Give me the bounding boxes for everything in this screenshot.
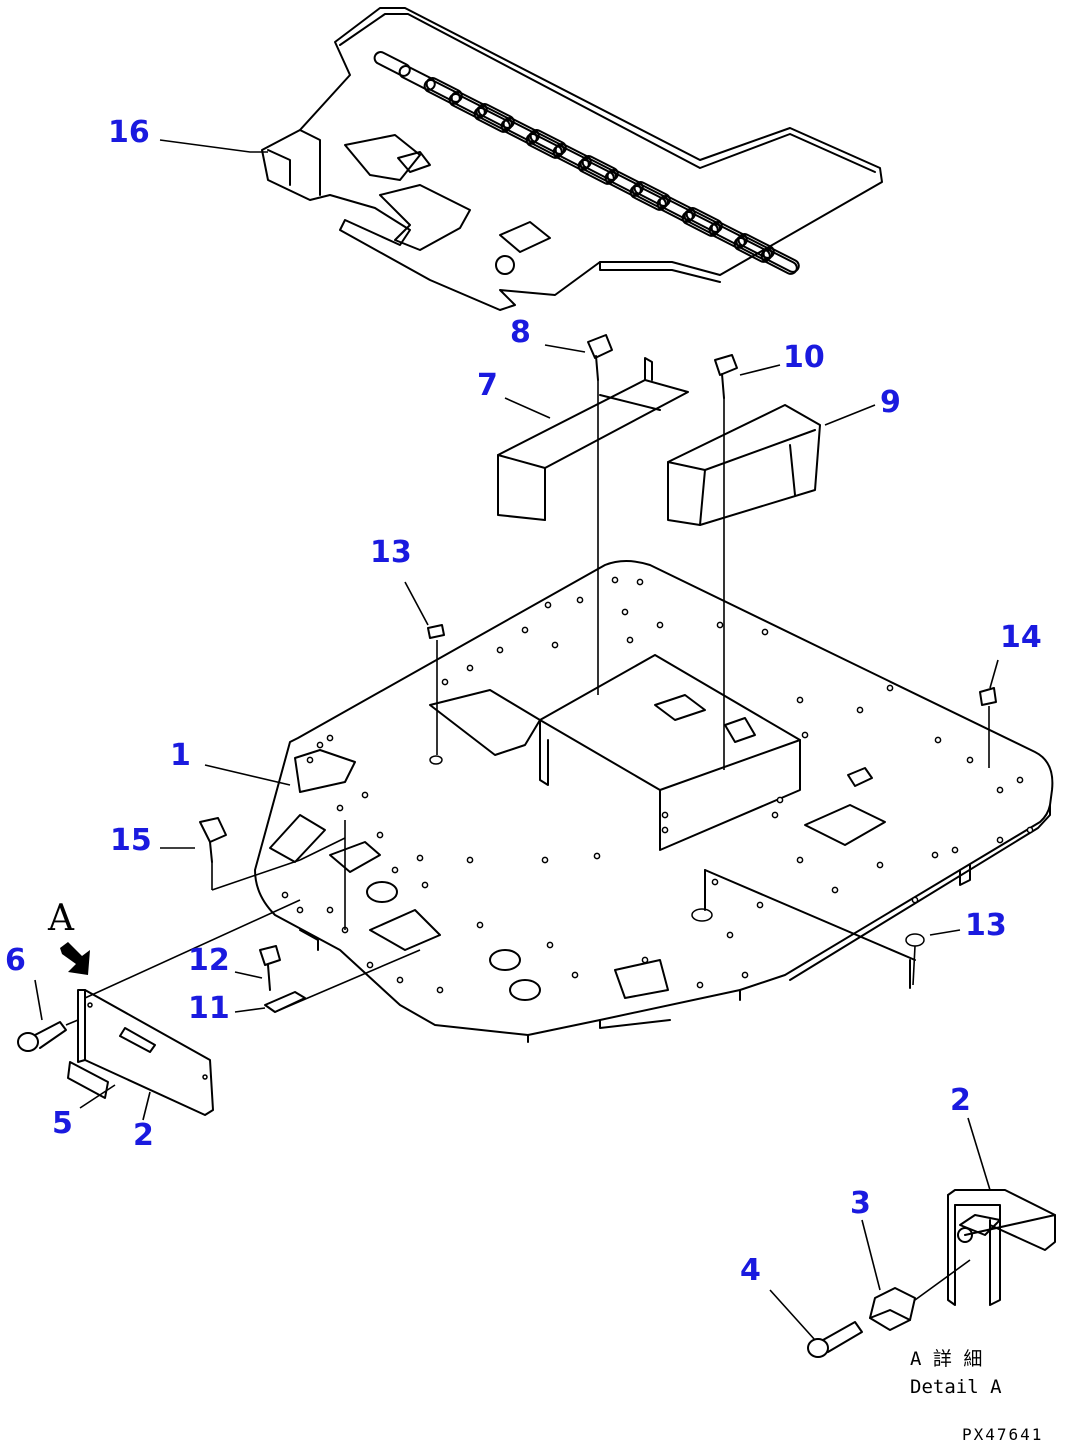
- callout-8: 8: [510, 315, 531, 350]
- plug-part-14: [979, 687, 997, 768]
- callout-15: 15: [110, 823, 152, 858]
- callout-9: 9: [880, 385, 901, 420]
- detail-caption-en: Detail A: [910, 1376, 1002, 1398]
- plate-part-11: [264, 949, 421, 1013]
- detail-caption-jp: A 詳 細: [910, 1348, 982, 1370]
- drawing-code: PX47641: [962, 1425, 1043, 1444]
- callout-13-bottom: 13: [965, 908, 1007, 943]
- callout-16: 16: [108, 115, 150, 150]
- view-arrow-a: [60, 942, 90, 975]
- callout-5: 5: [52, 1106, 73, 1141]
- leader-lines: [34, 139, 999, 1341]
- plug-part-13-bottom: [905, 933, 925, 986]
- floor-plate-part-1: [254, 560, 1054, 1043]
- bolt-part-12: [259, 945, 281, 991]
- callout-10: 10: [783, 340, 825, 375]
- bolt-part-8: [587, 334, 613, 695]
- bolt-part-15: [199, 817, 346, 930]
- callout-13-top: 13: [370, 535, 412, 570]
- callout-6: 6: [5, 943, 26, 978]
- callout-12: 12: [188, 943, 230, 978]
- bolt-part-10: [714, 354, 738, 770]
- bolt-part-6: [17, 1019, 79, 1052]
- callout-7: 7: [477, 368, 498, 403]
- callout-labels: 16 8 7 10 9 13 14 1 15 13 6 12 11 5 2 2 …: [5, 115, 1042, 1288]
- callout-3: 3: [850, 1186, 871, 1221]
- pin-part-5: [67, 1061, 109, 1099]
- bracket-part-9: [667, 404, 821, 526]
- bracket-part-2-left: [77, 899, 301, 1116]
- callout-4: 4: [740, 1253, 761, 1288]
- floor-mat-part-16: [261, 7, 883, 311]
- view-arrow-label: A: [47, 898, 75, 939]
- bracket-part-7: [497, 357, 689, 521]
- plug-part-13-top: [427, 624, 445, 765]
- callout-14: 14: [1000, 620, 1042, 655]
- detail-a-view: [807, 1189, 1056, 1358]
- callout-1: 1: [170, 738, 191, 773]
- callout-2-left: 2: [133, 1118, 154, 1153]
- callout-11: 11: [188, 991, 230, 1026]
- callout-2-detail: 2: [950, 1083, 971, 1118]
